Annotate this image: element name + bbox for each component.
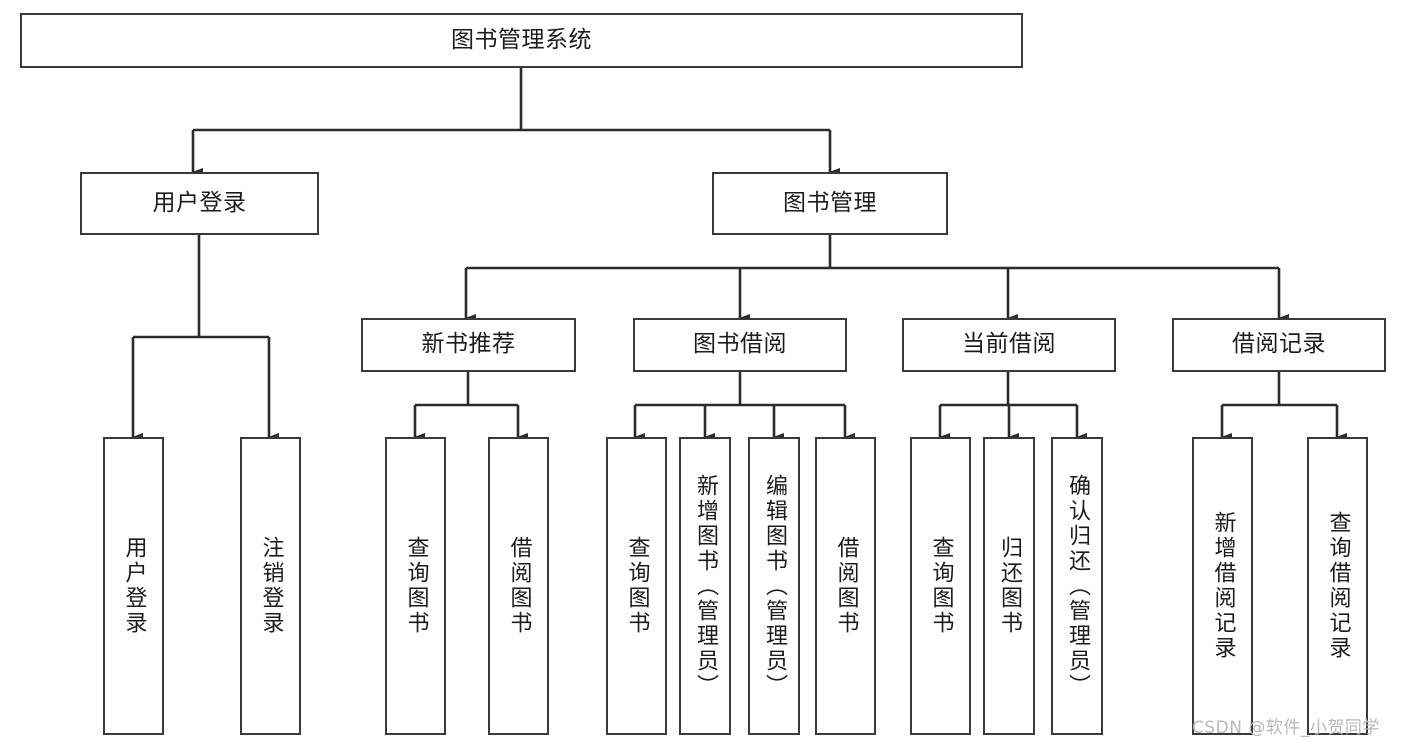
node-leaf-edit-book[interactable]: 编辑图书（管理员） [748,437,800,735]
node-leaf-borrow-book-2-label: 借阅图书 [833,536,859,636]
node-leaf-add-book-label: 新增图书（管理员） [693,473,718,699]
node-leaf-query-record-label: 查询借阅记录 [1325,511,1351,661]
node-new-book-rec[interactable]: 新书推荐 [361,318,576,372]
node-user-login-label: 用户登录 [152,189,247,216]
node-leaf-borrow-book-1-label: 借阅图书 [506,536,532,636]
node-leaf-query-book-1-label: 查询图书 [403,536,429,636]
node-leaf-query-book-2[interactable]: 查询图书 [606,437,667,735]
node-leaf-add-record-label: 新增借阅记录 [1210,511,1236,661]
node-leaf-query-book-3-label: 查询图书 [928,536,954,636]
node-leaf-logout-label: 注销登录 [258,536,284,636]
node-user-login[interactable]: 用户登录 [80,172,319,235]
node-leaf-add-book[interactable]: 新增图书（管理员） [679,437,731,735]
node-leaf-user-login-label: 用户登录 [121,536,147,636]
node-current-borrow-label: 当前借阅 [962,331,1056,358]
csdn-watermark: CSDN @软件_小贺同学 [1192,718,1380,738]
node-leaf-user-login[interactable]: 用户登录 [103,437,164,735]
node-book-borrow[interactable]: 图书借阅 [633,318,847,372]
node-new-book-rec-label: 新书推荐 [421,331,516,358]
node-borrow-record[interactable]: 借阅记录 [1172,318,1386,372]
node-leaf-confirm-return[interactable]: 确认归还（管理员） [1051,437,1103,735]
node-borrow-record-label: 借阅记录 [1232,331,1326,358]
node-leaf-borrow-book-2[interactable]: 借阅图书 [815,437,876,735]
node-leaf-add-record[interactable]: 新增借阅记录 [1192,437,1253,735]
node-leaf-query-book-3[interactable]: 查询图书 [910,437,971,735]
node-leaf-logout[interactable]: 注销登录 [240,437,301,735]
node-root-system-label: 图书管理系统 [451,26,592,53]
node-book-borrow-label: 图书借阅 [693,331,787,358]
node-leaf-return-book[interactable]: 归还图书 [983,437,1035,735]
node-leaf-query-book-2-label: 查询图书 [624,536,650,636]
node-book-manage-label: 图书管理 [783,189,877,216]
node-leaf-borrow-book-1[interactable]: 借阅图书 [488,437,549,735]
node-leaf-edit-book-label: 编辑图书（管理员） [762,473,787,699]
node-current-borrow[interactable]: 当前借阅 [902,318,1116,372]
node-leaf-return-book-label: 归还图书 [997,536,1022,636]
node-root-system[interactable]: 图书管理系统 [20,13,1023,68]
node-leaf-confirm-return-label: 确认归还（管理员） [1065,473,1090,699]
node-book-manage[interactable]: 图书管理 [712,172,948,235]
node-leaf-query-book-1[interactable]: 查询图书 [385,437,446,735]
node-leaf-query-record[interactable]: 查询借阅记录 [1307,437,1368,735]
